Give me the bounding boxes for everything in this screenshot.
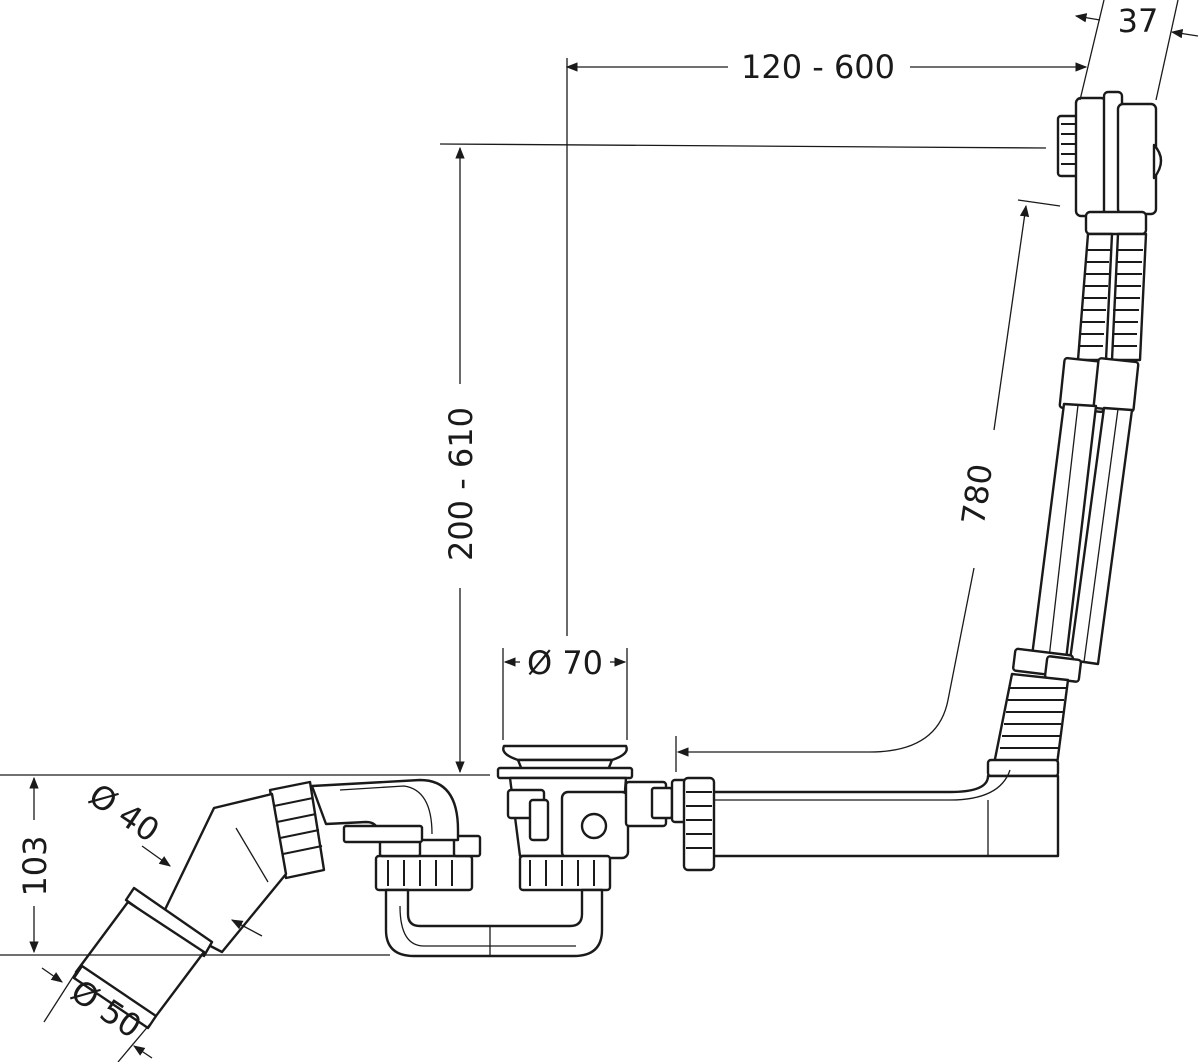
drain-valve-body: [496, 744, 716, 872]
dimension-trap-height: 103: [0, 774, 490, 956]
dimension-horizontal-span: 120 - 600: [565, 48, 1088, 636]
label-outlet-diameter-40: Ø 40: [82, 776, 166, 850]
label-horizontal-span: 120 - 600: [741, 48, 895, 86]
dimension-overflow-depth: 37: [1074, 0, 1199, 101]
siphon-trap: [374, 834, 612, 958]
label-overflow-depth: 37: [1118, 2, 1159, 40]
overflow-pipe-assembly: [688, 232, 1148, 858]
label-trap-height: 103: [16, 835, 54, 896]
label-vertical-height: 200 - 610: [442, 407, 480, 561]
label-cable-length: 780: [954, 462, 1000, 528]
overflow-head: [1056, 90, 1163, 236]
dimension-vertical-height: 200 - 610: [439, 143, 1047, 774]
dimension-drain-diameter: Ø 70: [502, 644, 628, 740]
label-drain-diameter: Ø 70: [527, 644, 603, 682]
outlet-elbow: [72, 778, 460, 1030]
dimension-cable-length: 780: [675, 199, 1061, 772]
